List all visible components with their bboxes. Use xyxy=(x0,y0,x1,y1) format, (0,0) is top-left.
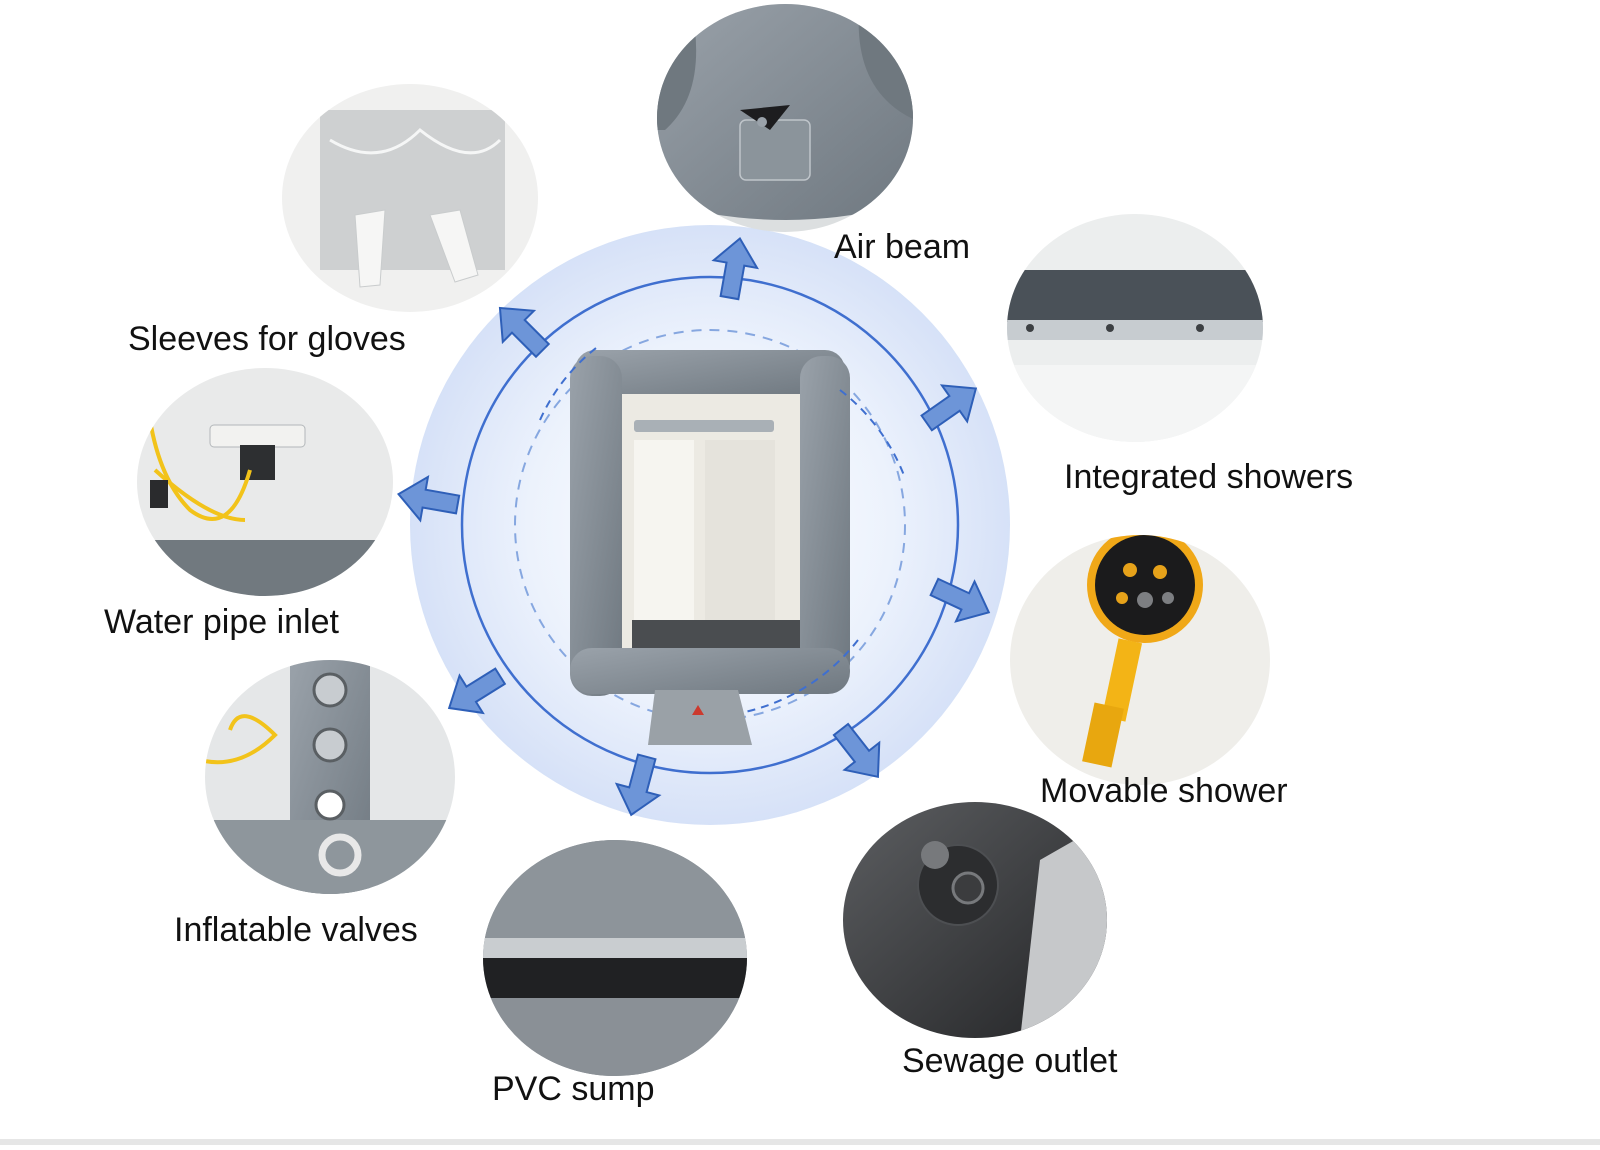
label-pvc-sump: PVC sump xyxy=(492,1070,655,1108)
label-sewage-outlet: Sewage outlet xyxy=(902,1042,1118,1080)
rotation-hint-upper xyxy=(539,344,601,421)
label-integrated-showers: Integrated showers xyxy=(1064,458,1354,496)
photo-water-pipe-inlet xyxy=(137,368,393,596)
arrow-to-water-pipe-inlet-icon xyxy=(396,474,461,523)
photo-air-beam xyxy=(657,4,913,232)
label-air-beam: Air beam xyxy=(834,228,971,266)
photo-pvc-sump xyxy=(483,840,747,1076)
bottom-divider xyxy=(0,1139,1600,1145)
label-sleeves-for-gloves: Sleeves for gloves xyxy=(128,320,406,358)
arrow-to-sleeves-for-gloves-icon xyxy=(498,306,551,359)
arrow-to-sewage-outlet-icon xyxy=(832,722,881,779)
center-ring xyxy=(460,275,960,775)
label-water-pipe-inlet: Water pipe inlet xyxy=(104,603,339,641)
arrow-to-inflatable-valves-icon xyxy=(447,667,507,715)
arrow-to-air-beam-icon xyxy=(711,236,760,301)
arrow-to-pvc-sump-icon xyxy=(614,753,662,817)
rotation-hint-lower xyxy=(744,639,859,713)
shower-tent-illustration xyxy=(570,350,850,745)
label-movable-shower: Movable shower xyxy=(1040,772,1288,810)
arrow-to-movable-shower-icon xyxy=(929,577,991,623)
arrow-to-integrated-showers-icon xyxy=(920,384,978,432)
label-inflatable-valves: Inflatable valves xyxy=(174,911,418,949)
photo-movable-shower xyxy=(1010,535,1270,785)
rotation-hint-right xyxy=(839,389,906,479)
photo-sewage-outlet xyxy=(843,802,1107,1038)
photo-sleeves-for-gloves xyxy=(282,84,538,312)
photo-integrated-showers xyxy=(1007,214,1263,442)
photo-inflatable-valves xyxy=(205,660,455,894)
